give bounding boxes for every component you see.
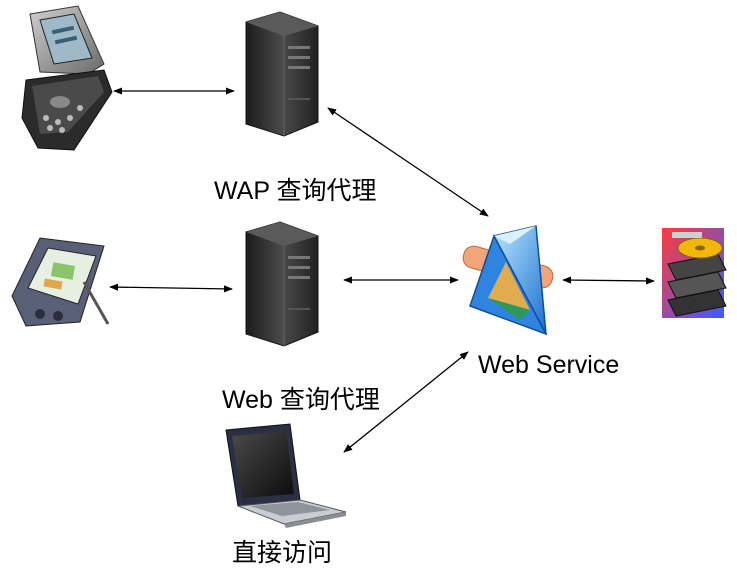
pda-icon [11,237,110,327]
database-disks-icon [662,228,727,318]
web-service-label: Web Service [478,351,620,379]
web-proxy-server-icon [245,221,319,347]
web-service-icon [462,225,554,336]
arrow-webservice-database [562,276,655,285]
arrow-wap-webservice [327,107,489,217]
wap-proxy-server-icon [245,11,319,137]
mobile-phone-icon [21,5,113,151]
direct-access-label: 直接访问 [232,539,333,567]
arrow-laptop-webservice [343,351,469,453]
web-proxy-label: Web 查询代理 [222,386,380,414]
laptop-icon [225,423,347,528]
arrow-pda-webproxy [109,283,233,293]
wap-proxy-label: WAP 查询代理 [214,177,377,205]
